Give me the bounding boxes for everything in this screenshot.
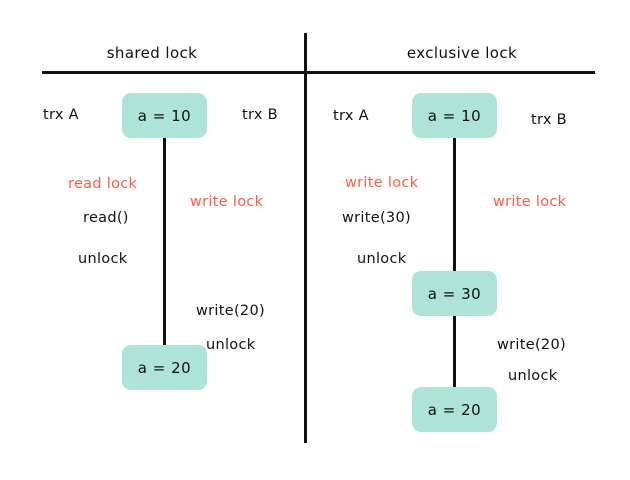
step-exclusive-trxa-write-lock: write lock — [345, 175, 419, 191]
actor-label-left-trx-a-shared: trx A — [43, 107, 79, 123]
step-exclusive-trxb-write-20: write(20) — [497, 337, 566, 353]
step-shared-trxa-read: read() — [83, 210, 129, 226]
actor-label-left-trx-a-exclusive: trx A — [333, 108, 369, 124]
actor-label-right-trx-b-shared: trx B — [242, 107, 278, 123]
step-exclusive-trxa-write-30: write(30) — [342, 210, 411, 226]
timeline-exclusive-lower — [453, 315, 456, 388]
horizontal-divider-rule — [42, 71, 595, 74]
actor-label-right-trx-b-exclusive: trx B — [531, 112, 567, 128]
step-exclusive-trxb-write-lock: write lock — [493, 194, 567, 210]
step-exclusive-trxa-unlock: unlock — [357, 251, 407, 267]
step-exclusive-trxb-unlock: unlock — [508, 368, 558, 384]
value-box-shared-a-20: a = 20 — [122, 345, 207, 390]
vertical-divider-rule — [304, 33, 307, 443]
value-box-shared-a-10: a = 10 — [122, 93, 207, 138]
timeline-exclusive-upper — [453, 138, 456, 273]
panel-title-shared-lock: shared lock — [106, 44, 198, 62]
value-box-exclusive-a-10: a = 10 — [412, 93, 497, 138]
panel-title-exclusive-lock: exclusive lock — [406, 44, 518, 62]
step-shared-trxb-write-lock: write lock — [190, 194, 264, 210]
value-box-exclusive-a-20: a = 20 — [412, 387, 497, 432]
value-box-exclusive-a-30: a = 30 — [412, 271, 497, 316]
step-shared-trxb-unlock: unlock — [206, 337, 256, 353]
step-shared-trxa-read-lock: read lock — [68, 176, 138, 192]
timeline-shared-lock — [163, 138, 166, 346]
step-shared-trxa-unlock: unlock — [78, 251, 128, 267]
step-shared-trxb-write-20: write(20) — [196, 303, 265, 319]
